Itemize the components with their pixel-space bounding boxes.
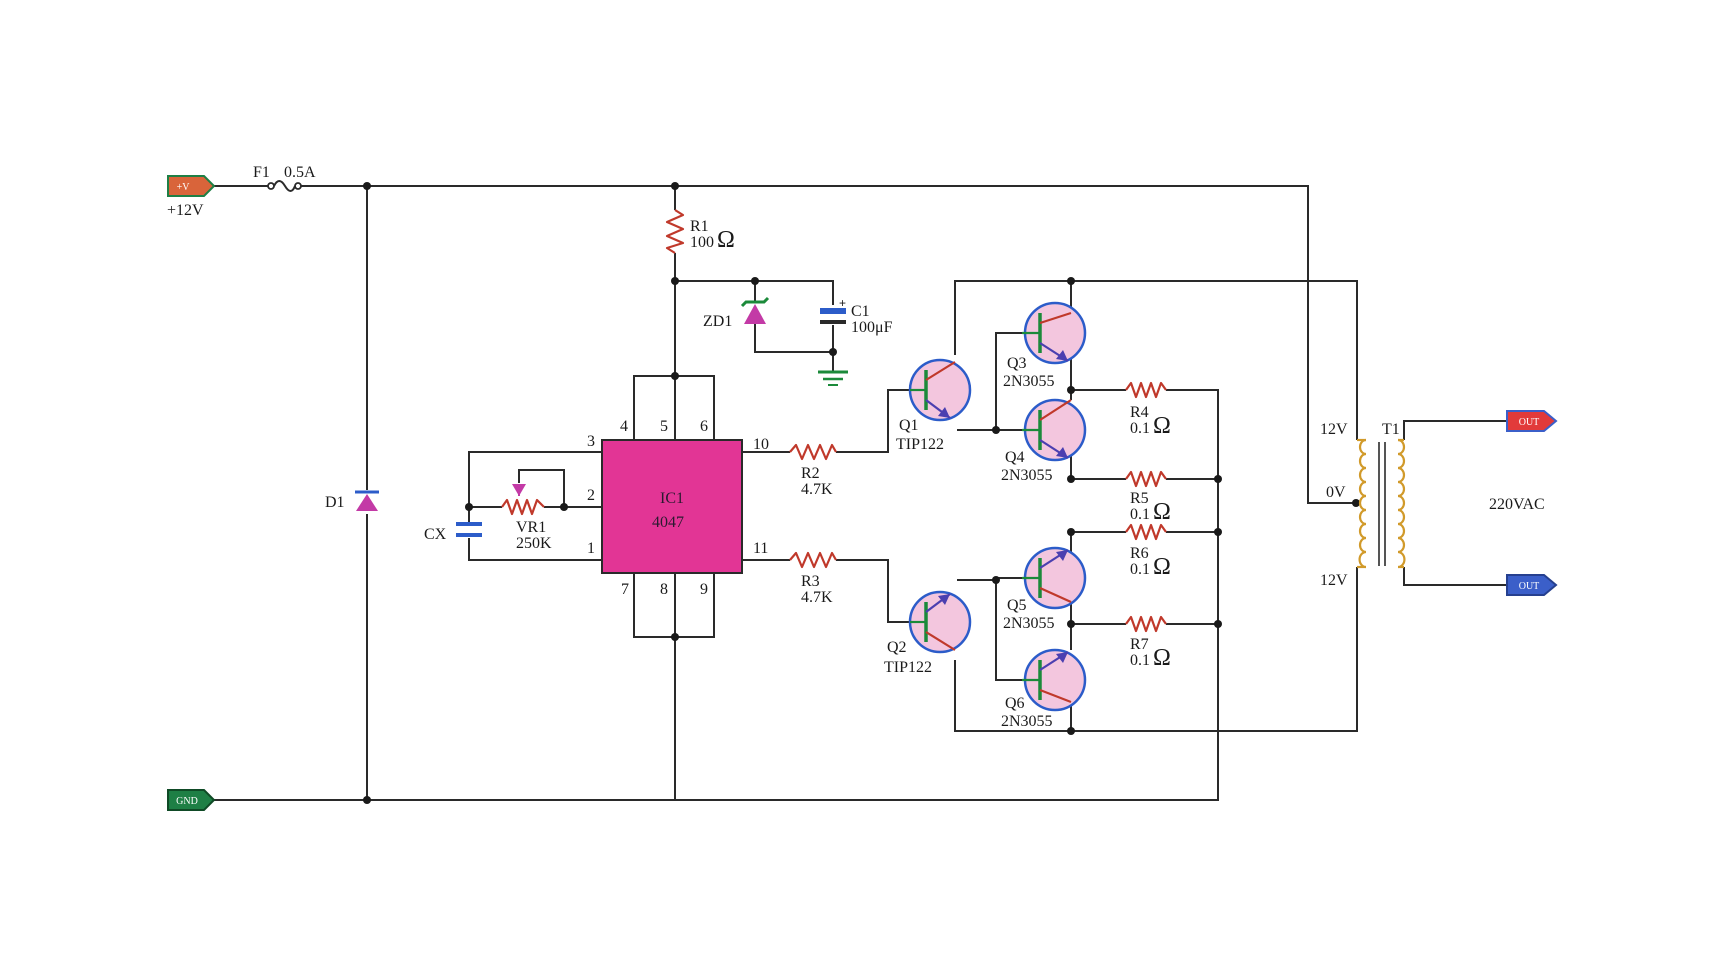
r6-resistor-icon [1125,523,1167,541]
t1-bottom-tap-label: 12V [1320,572,1348,589]
q4-ref: Q4 [1005,449,1025,466]
pin-2-label: 2 [587,487,595,504]
pin-7-label: 7 [621,581,629,598]
pin-3-label: 3 [587,433,595,450]
r2-ref: R2 [801,465,820,482]
pin-5-label: 5 [660,418,668,435]
r1-unit: Ω [717,227,735,253]
r1-ref: R1 [690,218,709,235]
r5-value: 0.1 [1130,506,1150,523]
r4-value: 0.1 [1130,420,1150,437]
r3-ref: R3 [801,573,820,590]
wires [210,185,1507,801]
q6-ref: Q6 [1005,695,1025,712]
c1-ref: C1 [851,303,870,320]
diode-icon [355,490,379,514]
capacitor-icon: + [820,296,846,324]
r7-value: 0.1 [1130,652,1150,669]
gnd-input-tag: GND [167,789,216,811]
ic1-part: 4047 [652,514,684,531]
r7-resistor-icon [1125,615,1167,633]
r1-value: 100 [690,234,714,251]
t1-top-tap-label: 12V [1320,421,1348,438]
r3-resistor-icon [789,551,837,569]
q1-ref: Q1 [899,417,919,434]
q4-transistor-icon [1022,398,1087,462]
zener-diode-icon [740,296,770,330]
pin-8-label: 8 [660,581,668,598]
r7-unit: Ω [1153,645,1171,671]
q2-part: TIP122 [884,659,932,676]
pin-4-label: 4 [620,418,628,435]
q3-part: 2N3055 [1003,373,1055,390]
zd1-ref: ZD1 [703,313,732,330]
r1-resistor-icon [665,209,685,254]
potentiometer-icon [501,484,545,516]
junction-dots [363,182,1360,804]
d1-ref: D1 [325,494,345,511]
output-tag-top: OUT [1506,410,1558,432]
q2-transistor-icon [908,590,972,654]
output-voltage-label: 220VAC [1489,496,1545,513]
pin-1-label: 1 [587,540,595,557]
q1-transistor-icon [908,358,972,422]
vr1-ref: VR1 [516,519,546,536]
ground-icon [818,370,848,386]
r7-ref: R7 [1130,636,1149,653]
q1-part: TIP122 [896,436,944,453]
vplus-label: +12V [167,202,204,219]
ic1-ref: IC1 [660,490,684,507]
gnd-tag-text: GND [176,796,198,807]
cx-capacitor-icon [456,522,482,537]
ic1-chip: IC1 4047 [601,439,743,574]
q6-transistor-icon [1022,648,1087,712]
t1-ref: T1 [1382,421,1400,438]
q2-ref: Q2 [887,639,907,656]
pin-11-label: 11 [753,540,768,557]
vplus-tag-text: +V [177,182,191,193]
r5-resistor-icon [1125,470,1167,488]
transformer-icon [1357,438,1406,569]
r6-unit: Ω [1153,554,1171,580]
q5-ref: Q5 [1007,597,1027,614]
output-tag-bottom: OUT [1506,574,1558,596]
out-bottom-tag-text: OUT [1519,581,1540,592]
r4-unit: Ω [1153,413,1171,439]
r4-resistor-icon [1125,381,1167,399]
c1-value: 100μF [851,319,893,336]
fuse-icon [267,180,302,192]
pin-9-label: 9 [700,581,708,598]
q3-transistor-icon [1022,301,1087,365]
pin-6-label: 6 [700,418,708,435]
t1-center-tap-label: 0V [1326,484,1346,501]
svg-text:+: + [839,296,846,310]
ic1-pin-labels: 3 2 1 4 5 6 7 8 9 10 11 [587,418,769,598]
r4-ref: R4 [1130,404,1149,421]
q3-ref: Q3 [1007,355,1027,372]
r2-value: 4.7K [801,481,833,498]
q5-transistor-icon [1022,546,1087,610]
fuse-ref: F1 [253,164,270,181]
fuse-value: 0.5A [284,164,316,181]
q4-part: 2N3055 [1001,467,1053,484]
vr1-value: 250K [516,535,552,552]
r6-value: 0.1 [1130,561,1150,578]
r6-ref: R6 [1130,545,1149,562]
cx-ref: CX [424,526,447,543]
r5-unit: Ω [1153,499,1171,525]
vplus-input-tag: +V [167,175,216,197]
q6-part: 2N3055 [1001,713,1053,730]
r2-resistor-icon [789,443,837,461]
out-top-tag-text: OUT [1519,417,1540,428]
r3-value: 4.7K [801,589,833,606]
r5-ref: R5 [1130,490,1149,507]
q5-part: 2N3055 [1003,615,1055,632]
pin-10-label: 10 [753,436,769,453]
